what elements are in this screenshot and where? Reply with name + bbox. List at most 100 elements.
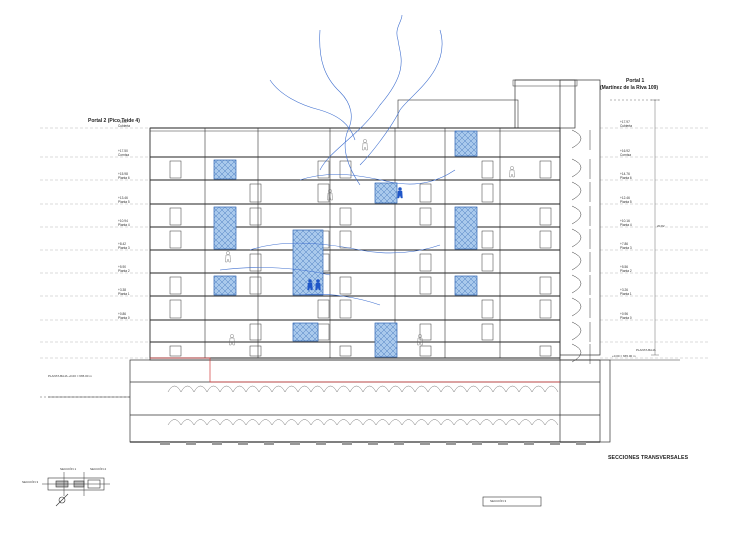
basement-arch xyxy=(258,385,273,393)
level-name: Cubierta xyxy=(118,124,131,128)
level-name: Planta 0 xyxy=(118,316,130,320)
planta-baja-right: PLANTA BAJA xyxy=(636,348,656,352)
door-opening xyxy=(419,207,432,226)
footing xyxy=(498,442,508,445)
basement-arch xyxy=(284,419,299,426)
basement-arch xyxy=(206,419,221,426)
level-name: Planta 4 xyxy=(118,223,130,227)
basement-arch xyxy=(440,419,455,426)
basement-arch xyxy=(401,419,416,426)
door-opening xyxy=(249,276,262,295)
level-name: Planta 3 xyxy=(118,246,130,250)
door-opening xyxy=(481,160,494,179)
footing xyxy=(342,442,352,445)
basement-arch xyxy=(388,385,403,393)
level-name: Planta 6 xyxy=(620,176,632,180)
portal-1-address: (Martínez de la Riva 109) xyxy=(600,85,659,91)
footing xyxy=(238,442,248,445)
level-name: Cubierta xyxy=(620,124,633,128)
level-name: Planta 5 xyxy=(118,200,130,204)
blue-panel-hatch xyxy=(454,130,478,157)
basement-arch xyxy=(544,419,559,426)
level-elevation: +17.50 xyxy=(118,149,128,153)
basement-arch xyxy=(219,385,234,393)
basement-arch xyxy=(362,385,377,393)
basement-arch xyxy=(362,419,377,426)
balcony xyxy=(571,181,582,201)
basement-arch xyxy=(258,419,273,426)
level-elevation: +19.07 xyxy=(118,120,128,124)
figure-head xyxy=(308,279,312,283)
balconies xyxy=(571,129,591,364)
sketch-curves xyxy=(219,14,456,306)
human-figure xyxy=(315,279,321,291)
figure-head xyxy=(418,334,422,338)
human-figure xyxy=(225,251,231,263)
balcony xyxy=(571,158,582,178)
door-opening xyxy=(339,207,352,226)
basement xyxy=(40,359,680,443)
door-opening xyxy=(481,299,494,319)
footing xyxy=(290,442,300,445)
door-opening xyxy=(249,183,262,203)
basement-arch xyxy=(310,385,325,393)
basement-arch xyxy=(531,385,546,393)
level-elevation: +17.97 xyxy=(620,120,630,124)
door-opening xyxy=(169,207,182,226)
basement-arches xyxy=(167,385,559,426)
door-opening xyxy=(169,299,182,319)
basement-arch xyxy=(505,385,520,393)
human-figure xyxy=(509,166,515,178)
door-opening xyxy=(419,183,432,203)
level-elevation: +3.38 xyxy=(118,288,127,292)
level-name: Planta 0 xyxy=(620,316,632,320)
interior-walls xyxy=(149,128,561,358)
figure-head xyxy=(363,139,367,143)
basement-arch xyxy=(401,385,416,393)
footing xyxy=(472,442,482,445)
basement-arch xyxy=(297,385,312,393)
balcony xyxy=(571,251,582,271)
door-opening xyxy=(419,276,432,295)
height-dimension xyxy=(610,99,660,356)
red-line xyxy=(150,357,560,383)
door-opening xyxy=(317,160,330,179)
basement-arch xyxy=(349,419,364,426)
basement-arch xyxy=(336,385,351,393)
door-opening xyxy=(169,345,182,357)
ground-level-right: +0.00 = 665.00 m xyxy=(612,354,636,358)
basement-arch xyxy=(180,385,195,393)
door-opening xyxy=(481,323,494,341)
figure-head xyxy=(510,166,514,170)
basement-arch xyxy=(427,419,442,426)
basement-footings xyxy=(160,442,586,445)
level-name: Planta 3 xyxy=(620,246,632,250)
door-opening xyxy=(339,299,352,319)
figure-body xyxy=(509,169,515,178)
basement-arch xyxy=(323,419,338,426)
human-figures xyxy=(225,139,515,346)
basement-arch xyxy=(349,385,364,393)
level-name: Planta 2 xyxy=(620,269,632,273)
footing xyxy=(524,442,534,445)
blue-panel-hatch xyxy=(292,322,319,342)
level-name: Planta 6 xyxy=(118,176,130,180)
blue-panel-hatch xyxy=(213,159,237,180)
door-opening xyxy=(419,253,432,272)
footing xyxy=(186,442,196,445)
total-height-dimension: 20.82 xyxy=(657,224,665,228)
portal-2-label: Portal 2 (Pico Teide 4) xyxy=(88,118,140,124)
level-name: Planta 1 xyxy=(118,292,130,296)
balcony xyxy=(571,129,582,149)
basement-arch xyxy=(531,419,546,426)
basement-arch xyxy=(180,419,195,426)
basement-arch xyxy=(466,385,481,393)
level-elevation: +10.16 xyxy=(620,219,630,223)
blue-panel-hatch xyxy=(454,275,478,296)
basement-arch xyxy=(232,419,247,426)
human-figure xyxy=(417,334,423,346)
door-opening xyxy=(249,207,262,226)
door-opening xyxy=(249,253,262,272)
section-label-box xyxy=(482,496,542,507)
